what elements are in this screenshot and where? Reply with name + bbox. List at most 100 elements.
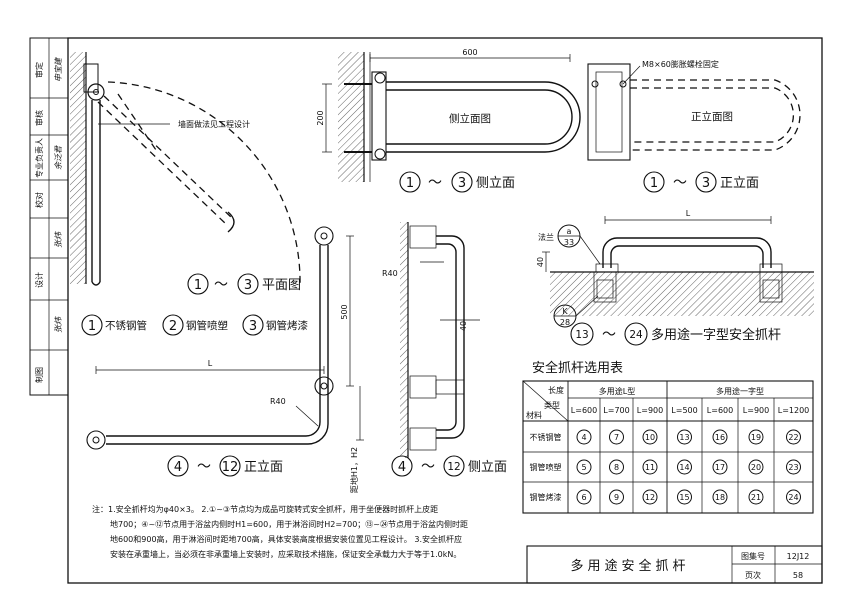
straight-flange: 法兰 (538, 232, 554, 242)
signature-block (29, 37, 69, 396)
table-node-number: 15 (679, 493, 689, 502)
table-node-number: 16 (715, 433, 725, 442)
table-node-number: 20 (751, 463, 761, 472)
side-caption-text: 侧立面 (476, 176, 515, 191)
table-node-ring (786, 489, 801, 505)
note-line-1: 注：1.安全抓杆均为φ40×3。 2.①~③节点均为成品可旋转式安全抓杆，用于坐… (92, 504, 438, 514)
table-node-ring (677, 489, 692, 505)
side-caption-end: 3 (458, 176, 466, 191)
table-length-header: L=500 (671, 406, 697, 415)
selection-table-grid (522, 380, 814, 514)
straight-caption-end: 24 (629, 329, 643, 341)
front-caption-start: 1 (650, 176, 658, 191)
lbar-front (86, 226, 364, 450)
legend-text-2: 钢管喷塑 (186, 319, 228, 332)
table-material-cell: 钢管烤漆 (530, 492, 562, 502)
table-node-number: 24 (788, 493, 798, 502)
sig-label-approve: 审定 (34, 62, 44, 78)
table-node-ring (609, 459, 624, 475)
table-node-ring (576, 489, 592, 505)
table-diag-type: 类型 (544, 400, 560, 410)
front-caption-end: 3 (702, 176, 710, 191)
title-block-title: 多用途安全抓杆 (570, 558, 689, 574)
title-block-page-label: 页次 (745, 570, 761, 580)
table-node-ring (712, 459, 728, 475)
straight-caption-start: 13 (575, 329, 588, 341)
lbar-dim-height: 距地H1，H2 (349, 447, 359, 493)
lside-caption-start: 4 (398, 460, 406, 475)
table-diag-length: 长度 (548, 385, 564, 395)
table-diag-material: 材料 (526, 410, 542, 420)
svg-text:～: ～ (421, 459, 435, 475)
sig-designer: 张炜 (54, 316, 63, 333)
table-node-ring (677, 429, 692, 445)
table-node-number: 9 (614, 493, 619, 502)
table-node-ring (677, 459, 692, 475)
table-title: 安全抓杆选用表 (532, 360, 623, 376)
sig-label-lead: 专业负责人 (34, 138, 44, 178)
note-line-4: 安装在承重墙上，当必须在非承重墙上安装时，应采取技术措施，保证安全承载力大于等于… (110, 549, 461, 559)
side-inner-label: 侧立面图 (449, 112, 491, 125)
table-length-header: L=900 (743, 406, 769, 415)
material-legend (81, 314, 264, 336)
title-block (526, 545, 823, 584)
table-node-number: 8 (614, 463, 619, 472)
sig-label-design: 设计 (34, 272, 44, 288)
front-bolt-note: M8×60膨胀螺栓固定 (642, 59, 719, 69)
table-node-number: 5 (581, 463, 586, 472)
table-node-ring (609, 429, 624, 445)
table-node-number: 21 (751, 493, 761, 502)
table-node-ring (748, 429, 764, 445)
note-line-3: 地600和900高，用于淋浴间时距地700高，具体安装高度根据安装位置见工程设计… (110, 534, 462, 544)
table-node-ring (748, 459, 764, 475)
plan-view (70, 52, 301, 287)
lbar-radius: R40 (270, 397, 286, 406)
table-group-l: 多用途L型 (599, 386, 635, 396)
side-elevation (322, 52, 581, 182)
svg-text:～: ～ (673, 175, 687, 191)
table-node-number: 22 (788, 433, 798, 442)
table-node-ring (642, 459, 658, 475)
straight-dim-L: L (686, 209, 691, 218)
lside-caption-end: 12 (447, 461, 460, 473)
table-node-number: 10 (645, 433, 655, 442)
table-node-ring (576, 459, 592, 475)
straight-ref-k: K (562, 307, 568, 316)
table-node-ring (576, 429, 592, 445)
table-node-ring (609, 489, 624, 505)
lbar-dim-500: 500 (340, 304, 349, 319)
table-node-ring (712, 429, 728, 445)
side-caption-start: 1 (406, 176, 414, 191)
table-length-header: L=600 (707, 406, 733, 415)
table-node-ring (786, 459, 801, 475)
table-node-number: 12 (645, 493, 655, 502)
table-material-cell: 不锈钢管 (530, 432, 562, 442)
lbar-dim-L: L (208, 359, 213, 368)
table-length-header: L=1200 (778, 406, 810, 415)
sig-approver: 申宝建 (54, 57, 63, 82)
plan-caption-end: 3 (244, 278, 252, 293)
front-caption: ～ (643, 171, 717, 193)
side-dim-600: 600 (462, 48, 477, 57)
table-length-header: L=700 (603, 406, 629, 415)
lbar-side (400, 222, 480, 458)
sig-label-draft: 制图 (34, 367, 44, 383)
straight-dim-40: 40 (536, 257, 545, 267)
lbar-caption-text: 正立面 (244, 460, 283, 475)
lside-caption: ～ (391, 455, 465, 477)
table-node-number: 23 (788, 463, 798, 472)
table-material-cell: 钢管喷塑 (530, 462, 562, 472)
svg-text:～: ～ (197, 459, 211, 475)
front-caption-text: 正立面 (720, 176, 759, 191)
straight-ref-28: 28 (560, 318, 570, 327)
table-node-number: 6 (581, 493, 586, 502)
front-elevation (587, 63, 801, 161)
lbar-caption-start: 4 (174, 460, 182, 475)
sig-label-check: 校对 (34, 192, 44, 208)
table-length-header: L=600 (571, 406, 597, 415)
svg-text:～: ～ (428, 175, 442, 191)
plan-wall-note: 墙面做法见工程设计 (178, 119, 250, 129)
lside-caption-text: 侧立面 (468, 460, 507, 475)
